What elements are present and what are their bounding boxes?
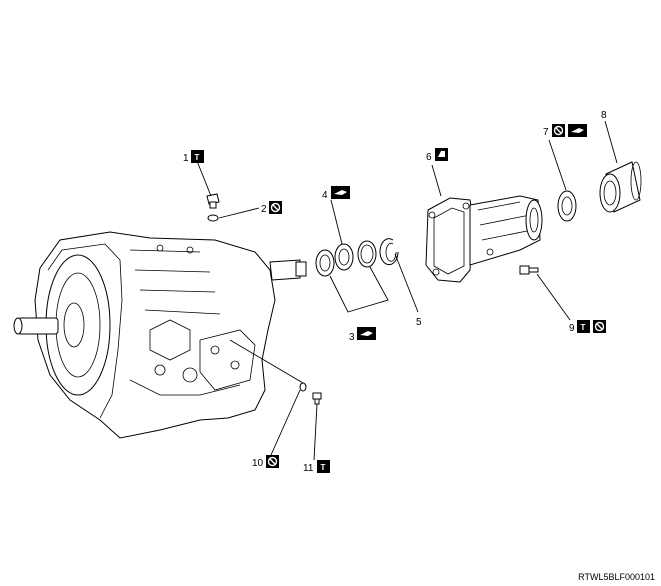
callout-7: 7 — [543, 124, 587, 138]
part-2-o-ring — [207, 214, 219, 222]
part-4-washer — [334, 243, 354, 271]
svg-text:2: 2 — [261, 204, 267, 215]
part-9-bolt — [519, 265, 539, 275]
svg-text:10: 10 — [252, 458, 264, 469]
grease-icon — [331, 186, 350, 199]
torque-icon: T — [317, 460, 330, 473]
reference-code: RTWL5BLF000101 — [578, 572, 655, 582]
callout-4: 4 — [322, 186, 350, 201]
part-3-washer-b — [357, 240, 377, 268]
callout-8: 8 — [601, 110, 607, 121]
callout-10: 10 — [252, 455, 279, 469]
svg-text:1: 1 — [183, 153, 189, 164]
part-11-plug — [312, 392, 322, 405]
part-3-washer-a — [315, 249, 335, 277]
svg-text:6: 6 — [426, 152, 432, 163]
leader-lines — [196, 120, 618, 461]
svg-text:5: 5 — [416, 317, 422, 328]
svg-text:T: T — [581, 323, 586, 332]
svg-text:T: T — [195, 153, 200, 162]
svg-text:9: 9 — [569, 323, 575, 334]
callout-3: 3 — [349, 327, 376, 343]
torque-icon: T — [577, 320, 590, 333]
svg-text:11: 11 — [303, 463, 314, 474]
torque-icon: T — [191, 150, 204, 163]
callout-1: 1 T — [183, 150, 204, 164]
svg-text:3: 3 — [349, 332, 355, 343]
grease-icon — [568, 124, 587, 137]
callout-2: 2 — [261, 201, 282, 215]
part-7-oil-seal — [557, 190, 577, 222]
svg-text:8: 8 — [601, 110, 607, 121]
do-not-reuse-icon — [269, 201, 282, 214]
callout-5: 5 — [416, 317, 422, 328]
part-1-bolt — [206, 193, 220, 209]
part-8-dust-deflector — [599, 161, 642, 213]
do-not-reuse-icon — [266, 455, 279, 468]
part-5-snap-ring — [379, 238, 399, 266]
svg-text:T: T — [321, 463, 326, 472]
part-10-o-ring — [299, 382, 307, 392]
svg-text:7: 7 — [543, 127, 549, 138]
do-not-reuse-icon — [552, 124, 565, 137]
callout-11: 11 T — [303, 460, 330, 474]
callout-9: 9 T — [569, 320, 606, 334]
do-not-reuse-icon — [593, 320, 606, 333]
transmission-case — [13, 231, 307, 439]
callout-6: 6 — [426, 148, 448, 163]
part-6-extension-housing — [425, 195, 543, 283]
sealant-icon — [435, 148, 448, 161]
grease-icon — [357, 327, 376, 340]
svg-text:4: 4 — [322, 190, 328, 201]
